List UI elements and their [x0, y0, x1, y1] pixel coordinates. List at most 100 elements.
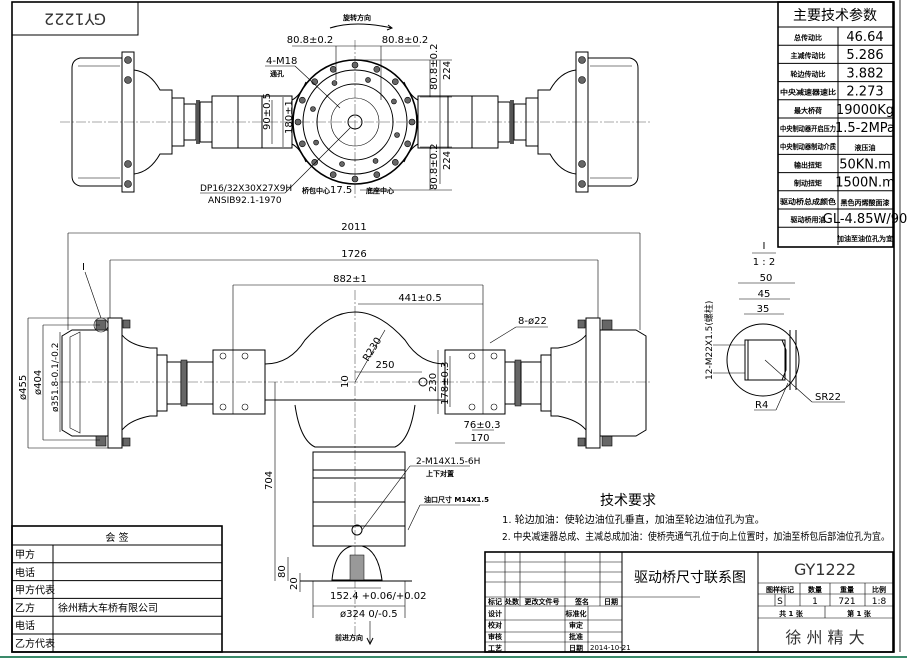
- bolt-icon: [372, 158, 379, 164]
- quantity-value: 1: [812, 597, 818, 607]
- signature-table: 会 签 甲方电话甲方代表乙方徐州精大车桥有限公司电话乙方代表: [11, 525, 223, 653]
- param-value: 2.273: [846, 85, 883, 100]
- param-value: 1500N.m: [835, 176, 895, 191]
- param-label: 轮边传动比: [791, 69, 826, 78]
- thread-spec: 12-M22X1.5(螺柱): [703, 301, 715, 380]
- front-view: 2011 1726 882±1 441±0.5 R230 250 10: [18, 222, 650, 646]
- detail-I-marker: I: [82, 262, 85, 273]
- attribute-header: 重量: [840, 585, 854, 594]
- top-view: 旋转方向 80.8±0.2 80.8±0.2 80.8±0.2 224 80.8…: [60, 13, 650, 206]
- drawing-frame: [11, 1, 895, 653]
- dim-76: 76±0.3: [463, 420, 500, 431]
- date-value: 2014-10-21: [590, 644, 631, 652]
- param-label: 驱动桥用油: [791, 215, 826, 224]
- dim-20: 20: [289, 577, 300, 590]
- radius-4: R4: [755, 400, 768, 411]
- param-value: GL-4.85W/90: [823, 212, 907, 227]
- weight-value: 721: [838, 597, 855, 607]
- param-value: 19000Kg: [836, 103, 894, 118]
- dim-80-8-v-bot: 80.8±0.2: [429, 143, 440, 190]
- bolt-icon: [329, 171, 337, 178]
- drawing-title: 驱动桥尺寸联系图: [634, 570, 746, 586]
- dia-455: ø455: [18, 375, 29, 400]
- sheets-total: 共 1 张: [779, 609, 804, 618]
- spline-standard: ANSIB92.1-1970: [208, 196, 282, 206]
- param-label: 中央减速器速比: [780, 88, 836, 97]
- attribute-header: 图样标记: [766, 585, 794, 594]
- bolt-icon: [392, 159, 399, 166]
- holes-8-dia22: 8-ø22: [518, 316, 547, 327]
- offset-label-left: 桥包中心: [302, 186, 330, 195]
- dim-35: 35: [757, 304, 770, 315]
- revision-header: 标记: [487, 597, 502, 606]
- attribute-header: 数量: [808, 585, 822, 594]
- dim-80-8-right: 80.8±0.2: [382, 35, 429, 46]
- spline-spec: DP16/32X30X27X9H: [200, 184, 292, 194]
- bolt-icon: [391, 98, 397, 105]
- signature-row-label: 乙方: [15, 601, 35, 614]
- tech-req-title: 技术要求: [600, 493, 656, 509]
- param-value: 3.882: [846, 66, 883, 81]
- role-label: 设计: [488, 609, 502, 618]
- dim-80-8-left: 80.8±0.2: [287, 35, 334, 46]
- bolt-icon: [329, 66, 337, 73]
- signature-row-label: 电话: [15, 619, 35, 632]
- dim-230: 230: [428, 373, 439, 392]
- bolt-icon: [311, 159, 318, 166]
- param-value: 黑色丙烯酸面漆: [841, 198, 890, 207]
- bolt-icon: [373, 171, 381, 178]
- dim-10: 10: [340, 375, 351, 388]
- signature-row-value: 徐州精大车桥有限公司: [58, 601, 158, 614]
- role-label: 工艺: [488, 644, 502, 653]
- dim-178: 178±0.3: [440, 362, 451, 405]
- bolt-icon: [299, 96, 306, 104]
- param-label: 输出扭矩: [794, 160, 822, 169]
- scale-value: 1:8: [872, 597, 887, 607]
- dia-404: ø404: [33, 370, 44, 395]
- dim-80-8-v-top: 80.8±0.2: [429, 43, 440, 90]
- dim-90: 90±0.5: [262, 93, 273, 130]
- dim-704: 704: [264, 471, 275, 490]
- detail-title: I: [763, 241, 766, 252]
- bolt-icon: [408, 118, 416, 126]
- drawing-number: GY1222: [794, 560, 856, 579]
- flipped-drawing-number: GY1222: [44, 10, 106, 29]
- tech-req-item-2: 2. 中央减速器总成、主减总成加油：使桥壳通气孔位于向上位置时，加油至桥包后部油…: [502, 530, 890, 543]
- dim-50: 50: [760, 273, 773, 284]
- bolt-icon: [373, 66, 381, 73]
- travel-direction-label: 前进方向: [335, 633, 363, 642]
- title-block: 标记处数更改文件号签名日期 设计校对审核工艺标准化审定批准日期 2014-10-…: [484, 551, 894, 653]
- role-label: 标准化: [565, 609, 587, 618]
- attribute-header: 比例: [872, 585, 886, 594]
- bolt-icon: [310, 106, 316, 112]
- signature-row-label: 甲方: [15, 548, 35, 561]
- param-label: 驱动桥总成颜色: [780, 197, 836, 206]
- param-label: 中央制动器制动介质: [780, 142, 836, 151]
- bolt-holes-label: 4-M18: [266, 56, 297, 67]
- sheet-number: 第 1 张: [847, 609, 872, 618]
- bolt-icon: [294, 118, 302, 126]
- param-value: 1.5-2MPa: [835, 121, 895, 136]
- param-value: 5.286: [846, 48, 883, 63]
- bolt-icon: [365, 77, 371, 83]
- role-label: 校对: [488, 621, 502, 630]
- bolt-icon: [351, 175, 359, 183]
- signature-row-label: 甲方代表: [15, 584, 55, 597]
- revision-header: 更改文件号: [525, 597, 560, 606]
- bolt-icon: [299, 140, 306, 148]
- offset-label-right: 底座中心: [366, 186, 394, 195]
- dim-224-top: 224: [442, 61, 453, 80]
- param-label: 制动扭矩: [794, 179, 822, 188]
- dim-250: 250: [375, 360, 394, 371]
- param-value: 46.64: [846, 30, 883, 45]
- tech-req-item-1: 1. 轮边加油：使轮边油位孔垂直，加油至轮边油位孔为宜。: [502, 513, 765, 526]
- company-name: 徐 州 精 大: [785, 628, 864, 647]
- dia-324: ø324 0/-0.5: [340, 609, 398, 620]
- tap-note: 上下对置: [426, 469, 454, 478]
- bolt-icon: [392, 78, 399, 85]
- tap-spec: 2-M14X1.5-6H: [416, 457, 480, 467]
- dim-1726: 1726: [341, 249, 366, 260]
- param-label: 最大桥荷: [794, 106, 822, 115]
- param-value: 50KN.m: [839, 157, 891, 172]
